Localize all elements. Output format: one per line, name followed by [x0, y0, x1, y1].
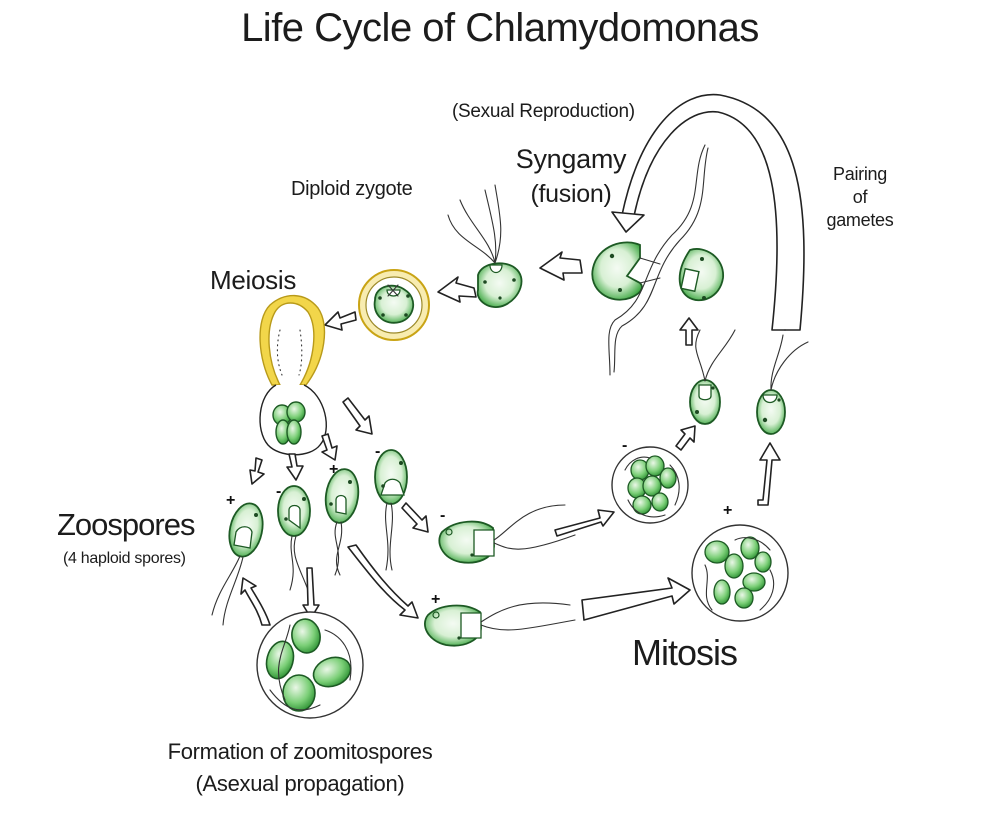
diploid-zygote-cell	[358, 269, 430, 341]
label-zoospores: Zoospores	[57, 507, 195, 542]
svg-text:-: -	[276, 483, 281, 500]
svg-text:-: -	[622, 437, 627, 454]
label-pairing: Pairing of gametes	[815, 163, 905, 232]
zoospore-2-minus: -	[276, 483, 311, 591]
svg-text:+: +	[226, 492, 235, 509]
arrow-meiosis-out-3	[321, 433, 338, 461]
label-pairing-line2: of	[852, 187, 868, 207]
arrow-up-to-fusion	[679, 317, 699, 346]
label-mitosis: Mitosis	[632, 632, 738, 673]
svg-text:+: +	[431, 591, 440, 608]
zoomitospore-cluster	[256, 611, 364, 719]
zoospore-1-plus: +	[211, 492, 264, 626]
fusing-gamete-right	[678, 248, 724, 302]
label-zoospores-sub: (4 haploid spores)	[63, 550, 186, 567]
gamete-plus	[756, 334, 809, 435]
plus-sign-mitosis: +	[723, 502, 732, 519]
label-fusion: (fusion)	[530, 180, 612, 208]
arrow-minus-gamete-to-cluster	[554, 509, 615, 537]
motile-zygote	[447, 184, 523, 308]
arrow-to-minus-gamete	[675, 425, 696, 451]
plus-mitosis-cluster	[691, 524, 789, 622]
label-sexual-reproduction: (Sexual Reproduction)	[452, 101, 635, 122]
arrow-mitospores-to-zoospore	[240, 577, 271, 626]
arrow-zoospore-to-plus-gamete	[347, 544, 419, 619]
label-asexual-propagation: (Asexual propagation)	[195, 771, 405, 796]
arrow-fusion-to-zygote	[539, 251, 583, 281]
arrow-to-diploid-zygote	[437, 276, 477, 303]
zoospore-4-minus: -	[374, 443, 408, 571]
arrow-zoospore-to-mitospores	[302, 567, 320, 619]
pairing-return-arrow	[611, 93, 805, 331]
svg-text:+: +	[329, 461, 338, 478]
arrow-zoospore-to-minus-gamete	[401, 502, 429, 533]
diagram-title: Life Cycle of Chlamydomonas	[241, 6, 759, 50]
arrow-meiosis-out-2	[286, 453, 304, 481]
label-pairing-line3: gametes	[826, 210, 894, 230]
meiosis-cell	[259, 294, 327, 456]
gamete-plus-middle: +	[424, 591, 576, 647]
gamete-minus	[689, 329, 736, 425]
arrow-zygote-to-meiosis	[324, 311, 357, 331]
arrow-plus-gamete-to-cluster	[581, 577, 691, 621]
arrow-up-to-plus-gamete	[757, 442, 781, 506]
arrow-meiosis-out-4	[342, 397, 373, 435]
gamete-flagella-twisted	[608, 144, 709, 376]
label-syngamy: Syngamy	[515, 144, 627, 174]
label-diploid-zygote: Diploid zygote	[291, 178, 413, 200]
label-formation-zoomitospores: Formation of zoomitospores	[167, 739, 433, 764]
svg-text:-: -	[440, 507, 445, 524]
gamete-minus-middle: -	[438, 504, 576, 564]
svg-text:-: -	[375, 443, 380, 460]
label-pairing-line1: Pairing	[833, 164, 887, 184]
zoospore-3-plus: +	[324, 461, 360, 576]
label-meiosis: Meiosis	[210, 265, 297, 295]
fusing-gamete-left	[591, 241, 661, 301]
arrow-meiosis-out-1	[249, 457, 265, 485]
minus-mitosis-cluster: -	[611, 437, 689, 524]
